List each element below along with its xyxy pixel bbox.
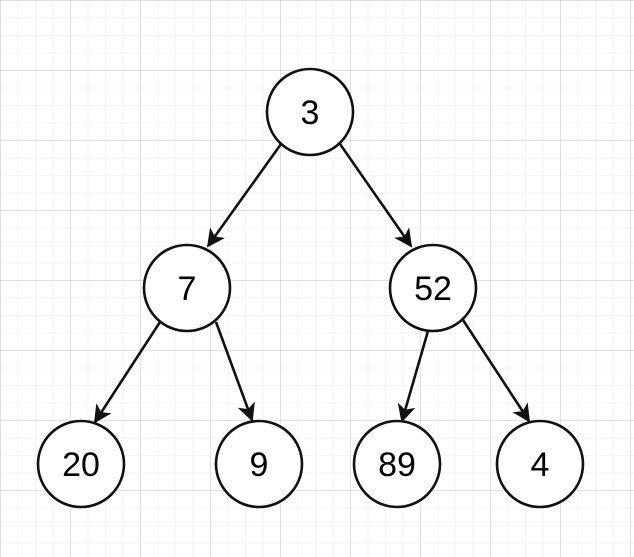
- node-shape[interactable]: [352, 419, 442, 509]
- node-shape[interactable]: [142, 243, 232, 333]
- node-label: 89: [378, 446, 416, 484]
- node-shape[interactable]: [36, 419, 126, 509]
- tree-node-leaf-4[interactable]: 4: [495, 419, 585, 509]
- edge-3-to-7: [206, 143, 283, 248]
- node-label: 4: [531, 446, 550, 484]
- tree-node-leaf-1[interactable]: 20: [36, 419, 126, 509]
- node-label: 20: [62, 446, 100, 484]
- node-shape[interactable]: [388, 243, 478, 333]
- node-label: 3: [301, 94, 320, 132]
- tree-node-leaf-2[interactable]: 9: [214, 419, 304, 509]
- edge-52-to-4: [461, 319, 531, 423]
- edge-7-to-20: [93, 321, 162, 424]
- tree-node-left[interactable]: 7: [142, 243, 232, 333]
- node-label: 9: [250, 446, 269, 484]
- edge-7-to-9: [214, 321, 255, 422]
- node-label: 52: [414, 270, 452, 308]
- node-shape[interactable]: [265, 67, 355, 157]
- node-shape[interactable]: [214, 419, 304, 509]
- node-group: 3 7 52 20 9 89: [36, 67, 585, 509]
- edge-3-to-52: [338, 143, 413, 248]
- tree-node-right[interactable]: 52: [388, 243, 478, 333]
- node-label: 7: [178, 270, 197, 308]
- node-shape[interactable]: [495, 419, 585, 509]
- edge-group: [93, 143, 531, 424]
- tree-node-root[interactable]: 3: [265, 67, 355, 157]
- tree-node-leaf-3[interactable]: 89: [352, 419, 442, 509]
- edge-52-to-89: [397, 330, 430, 423]
